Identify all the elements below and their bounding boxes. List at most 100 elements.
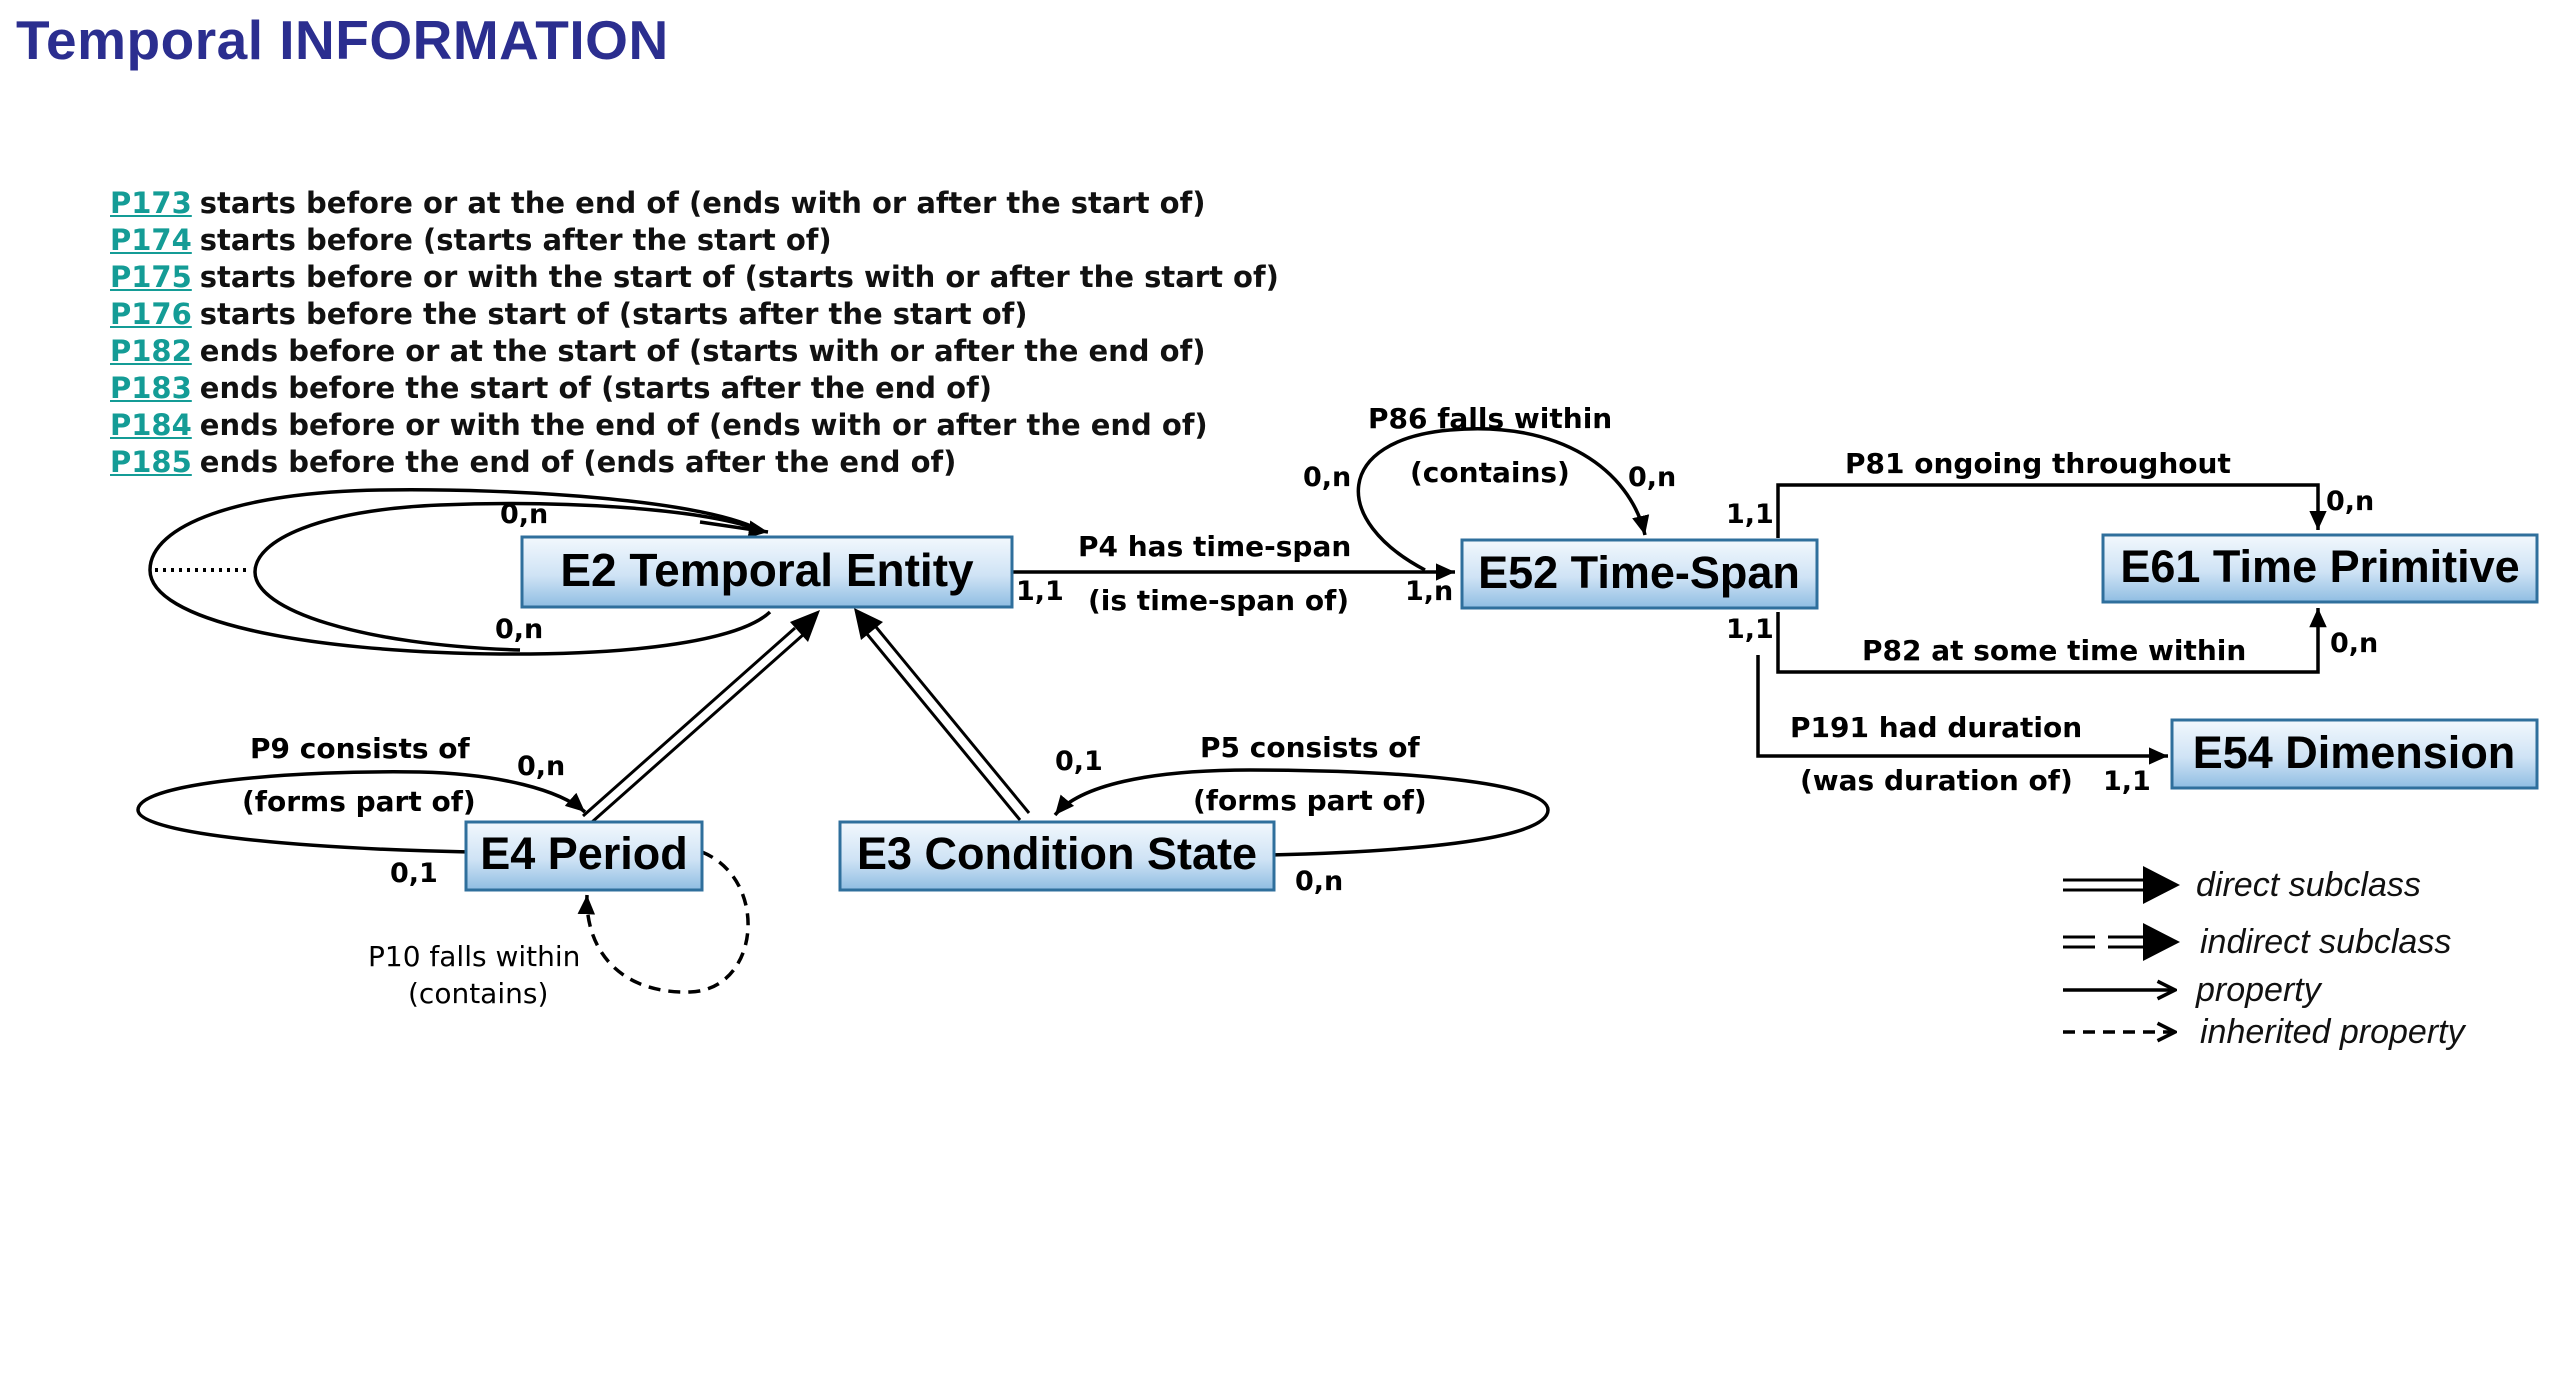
p86-right-cardinality: 0,n	[1628, 462, 1676, 493]
e2-loop-arrowhead	[699, 520, 769, 538]
property-description: ends before or at the start of (starts w…	[199, 334, 1206, 368]
e2-loop-top-cardinality: 0,n	[500, 499, 548, 530]
p191-inverse-label: (was duration of)	[1800, 764, 2073, 797]
p191-forward-label: P191 had duration	[1790, 711, 2082, 744]
e4-subclass-line-a	[582, 626, 796, 818]
property-description: starts before (starts after the start of…	[199, 223, 832, 257]
class-e61-label: E61 Time Primitive	[2120, 541, 2519, 592]
property-link-p184[interactable]: P184	[110, 408, 192, 442]
e3-subclass-arrowhead	[854, 608, 883, 640]
e3-subclass-line-b	[874, 626, 1031, 814]
property-description: ends before the start of (starts after t…	[199, 371, 992, 405]
property-link-p182[interactable]: P182	[110, 334, 192, 368]
p191-arrow[interactable]	[1756, 655, 2168, 765]
subclass-arrows	[582, 608, 1031, 824]
property-description: ends before or with the end of (ends wit…	[199, 408, 1208, 442]
property-link-p174[interactable]: P174	[110, 223, 192, 257]
p5-relation: P5 consists of (forms part of) 0,1 0,n	[1053, 731, 1550, 897]
p9-relation: P9 consists of (forms part of) 0,n 0,1	[136, 732, 587, 889]
property-link-p173[interactable]: P173	[110, 186, 192, 220]
p4-relation: P4 has time-span (is time-span of) 1,1 1…	[1012, 530, 1455, 617]
p82-label: P82 at some time within	[1862, 634, 2246, 667]
p9-bottom-cardinality: 0,1	[390, 858, 438, 889]
class-e61[interactable]: E61 Time Primitive	[2101, 533, 2539, 604]
p86-left-cardinality: 0,n	[1303, 462, 1351, 493]
p10-forward-label: P10 falls within	[368, 940, 580, 973]
p81-target-cardinality: 0,n	[2326, 486, 2374, 517]
property-description: ends before the end of (ends after the e…	[199, 445, 957, 479]
p81-relation: P81 ongoing throughout 1,1 0,n	[1726, 447, 2374, 538]
e2-inner-loop[interactable]	[253, 501, 761, 652]
e3-subclass-line-a	[865, 633, 1022, 821]
p81-source-cardinality: 1,1	[1726, 499, 1774, 530]
p10-relation: P10 falls within (contains)	[368, 850, 750, 1010]
p4-source-cardinality: 1,1	[1016, 576, 1064, 607]
e2-outer-loop[interactable]	[148, 488, 772, 656]
p82-relation: P82 at some time within 1,1 0,n	[1726, 608, 2378, 674]
p10-inverse-label: (contains)	[408, 977, 548, 1010]
property-description: starts before or with the start of (star…	[199, 260, 1279, 294]
p10-arrow[interactable]	[577, 850, 750, 994]
p86-forward-label: P86 falls within	[1368, 402, 1612, 435]
class-e54-label: E54 Dimension	[2193, 727, 2516, 778]
p5-top-cardinality: 0,1	[1055, 746, 1103, 777]
class-e2-label: E2 Temporal Entity	[560, 544, 974, 596]
p9-arrow[interactable]	[136, 770, 587, 854]
legend-direct-arrowhead	[2143, 866, 2180, 904]
p4-inverse-label: (is time-span of)	[1088, 584, 1349, 617]
p82-target-cardinality: 0,n	[2330, 628, 2378, 659]
p4-forward-label: P4 has time-span	[1078, 530, 1351, 563]
class-e4[interactable]: E4 Period	[464, 820, 704, 892]
p5-forward-label: P5 consists of	[1200, 731, 1420, 764]
property-link-p183[interactable]: P183	[110, 371, 192, 405]
property-link-p185[interactable]: P185	[110, 445, 192, 479]
legend-indirect-arrowhead	[2143, 923, 2180, 961]
p86-relation: P86 falls within (contains) 0,n 0,n	[1303, 402, 1676, 572]
property-link-p175[interactable]: P175	[110, 260, 192, 294]
class-e52[interactable]: E52 Time-Span	[1460, 538, 1819, 610]
p9-top-cardinality: 0,n	[517, 751, 565, 782]
legend-indirect-subclass: indirect subclass	[2200, 923, 2451, 961]
p86-arrow[interactable]	[1356, 427, 1650, 572]
class-e3-label: E3 Condition State	[857, 828, 1257, 879]
p5-bottom-cardinality: 0,n	[1295, 866, 1343, 897]
p82-arrow[interactable]	[1776, 608, 2327, 674]
e2-loop-bottom-cardinality: 0,n	[495, 614, 543, 645]
legend-property: property	[2195, 971, 2323, 1009]
class-e52-label: E52 Time-Span	[1478, 547, 1800, 598]
class-e2[interactable]: E2 Temporal Entity	[520, 535, 1014, 609]
e4-subclass-arrowhead	[790, 610, 820, 642]
class-e4-label: E4 Period	[480, 828, 688, 879]
p4-target-cardinality: 1,n	[1405, 576, 1453, 607]
e4-subclass-line-b	[591, 632, 805, 824]
property-description: starts before or at the end of (ends wit…	[199, 186, 1206, 220]
p81-arrow[interactable]	[1776, 483, 2327, 538]
property-link-p176[interactable]: P176	[110, 297, 192, 331]
p82-source-cardinality: 1,1	[1726, 614, 1774, 645]
page-title: Temporal INFORMATION	[16, 9, 669, 71]
e2-self-relations: 0,n 0,n	[148, 488, 772, 656]
p9-forward-label: P9 consists of	[250, 732, 470, 765]
class-e54[interactable]: E54 Dimension	[2170, 718, 2539, 790]
p9-inverse-label: (forms part of)	[242, 785, 476, 818]
p86-inverse-label: (contains)	[1410, 456, 1570, 489]
p5-arrow[interactable]	[1053, 768, 1550, 857]
property-description: starts before the start of (starts after…	[199, 297, 1028, 331]
p191-target-cardinality: 1,1	[2103, 766, 2151, 797]
legend-direct-subclass: direct subclass	[2196, 866, 2421, 904]
p5-inverse-label: (forms part of)	[1193, 784, 1427, 817]
p191-relation: P191 had duration (was duration of) 1,1	[1756, 655, 2168, 797]
legend: direct subclass indirect subclass proper…	[2063, 866, 2467, 1051]
p81-label: P81 ongoing throughout	[1845, 447, 2231, 480]
class-e3[interactable]: E3 Condition State	[838, 820, 1276, 892]
